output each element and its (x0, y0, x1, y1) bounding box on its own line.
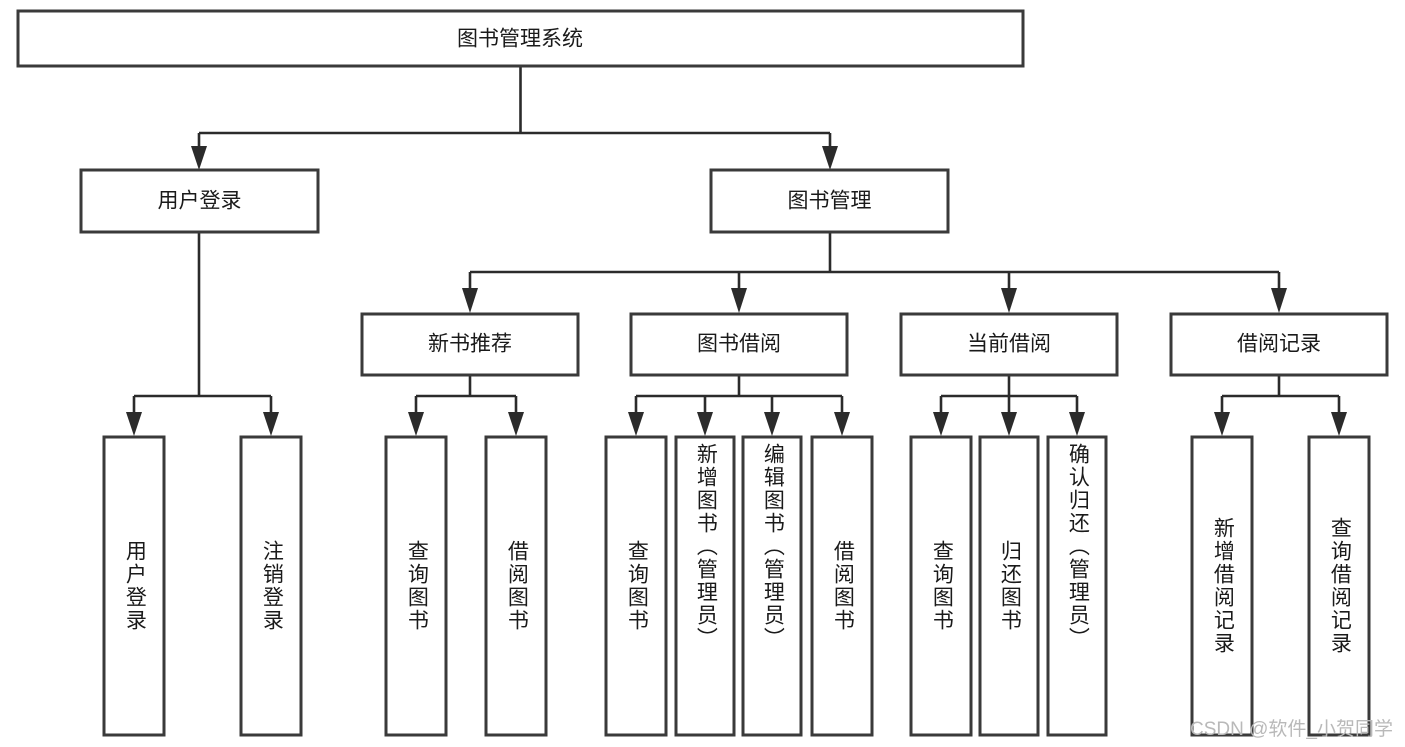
connector-borrowrecord-to-leaves (1214, 375, 1347, 436)
leaf-box-return-book[interactable] (978, 435, 1040, 737)
connector-bookmanage-to-level3 (462, 232, 1287, 313)
leaf-box-edit-book[interactable] (741, 435, 803, 737)
connector-currentborrow-to-leaves (933, 375, 1085, 436)
connector-root-to-level2 (191, 66, 838, 170)
node-current-borrow[interactable]: 当前借阅 (899, 312, 1119, 377)
node-borrow-record[interactable]: 借阅记录 (1169, 312, 1389, 377)
node-book-manage[interactable]: 图书管理 (709, 168, 950, 234)
node-user-login-label: 用户登录 (158, 190, 242, 213)
leaf-box-add-book[interactable] (674, 435, 736, 737)
node-book-borrow-label: 图书借阅 (697, 333, 781, 356)
connector-userlogin-to-leaves (126, 232, 279, 436)
leaf-box-confirm-return[interactable] (1046, 435, 1108, 737)
node-current-borrow-label: 当前借阅 (967, 333, 1051, 356)
leaf-box-user-login[interactable] (102, 435, 166, 737)
node-user-login[interactable]: 用户登录 (79, 168, 320, 234)
leaf-box-user-logout[interactable] (239, 435, 303, 737)
leaf-box-query-book-2[interactable] (604, 435, 668, 737)
leaf-box-query-record[interactable] (1307, 435, 1371, 737)
node-new-book-rec[interactable]: 新书推荐 (360, 312, 580, 377)
node-borrow-record-label: 借阅记录 (1237, 333, 1321, 356)
connector-bookborrow-to-leaves (628, 375, 850, 436)
node-book-borrow[interactable]: 图书借阅 (629, 312, 849, 377)
leaf-box-query-book-3[interactable] (909, 435, 973, 737)
leaf-box-query-book-1[interactable] (384, 435, 448, 737)
node-book-manage-label: 图书管理 (788, 190, 872, 213)
node-root-label: 图书管理系统 (457, 28, 583, 51)
leaf-box-borrow-book-1[interactable] (484, 435, 548, 737)
node-root[interactable]: 图书管理系统 (16, 9, 1025, 68)
leaf-box-add-record[interactable] (1190, 435, 1254, 737)
node-new-book-rec-label: 新书推荐 (428, 333, 512, 356)
connector-newbook-to-leaves (408, 375, 524, 436)
leaf-box-borrow-book-2[interactable] (810, 435, 874, 737)
